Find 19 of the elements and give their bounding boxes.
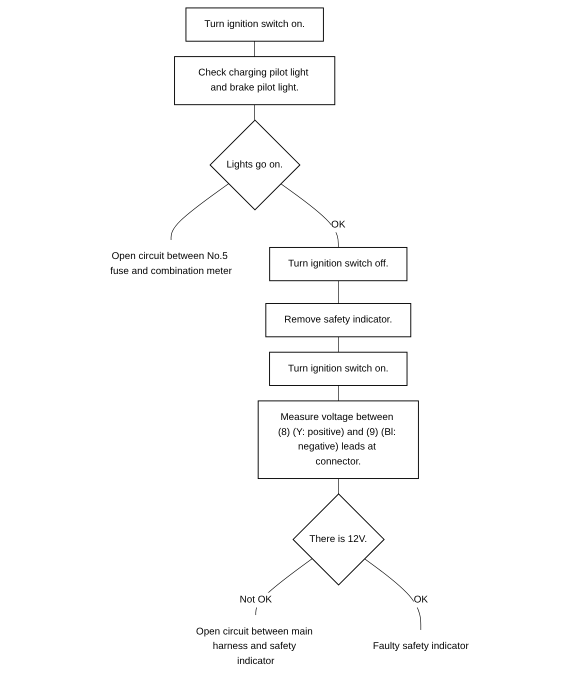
node-box: Check charging pilot light and brake pilot light.	[174, 56, 336, 106]
connector	[280, 183, 338, 248]
connector	[170, 183, 229, 240]
node-diamond: Lights go on.	[209, 119, 300, 211]
node-text: Faulty safety indicator	[372, 641, 469, 652]
node-box: Turn ignition switch off.	[269, 247, 408, 282]
node-diamond: There is 12V.	[292, 493, 385, 586]
node-box: Measure voltage between (8) (Y: positive) and (9) (Bl: negative) leads at connector.	[258, 400, 419, 480]
connector	[364, 558, 422, 630]
connector	[254, 40, 255, 57]
node-text: Open circuit between main harness and safety indicator	[196, 626, 313, 666]
node-box: Remove safety indicator.	[265, 303, 412, 338]
node-text: Open circuit between No.5 fuse and combination meter	[110, 251, 232, 276]
node-box: Turn ignition switch on.	[185, 7, 324, 42]
edge-label: OK	[331, 219, 346, 230]
edge-label: OK	[414, 594, 428, 606]
node-box: Turn ignition switch on.	[269, 352, 408, 386]
edge-label: Not OK	[239, 594, 272, 606]
connector	[254, 104, 255, 120]
